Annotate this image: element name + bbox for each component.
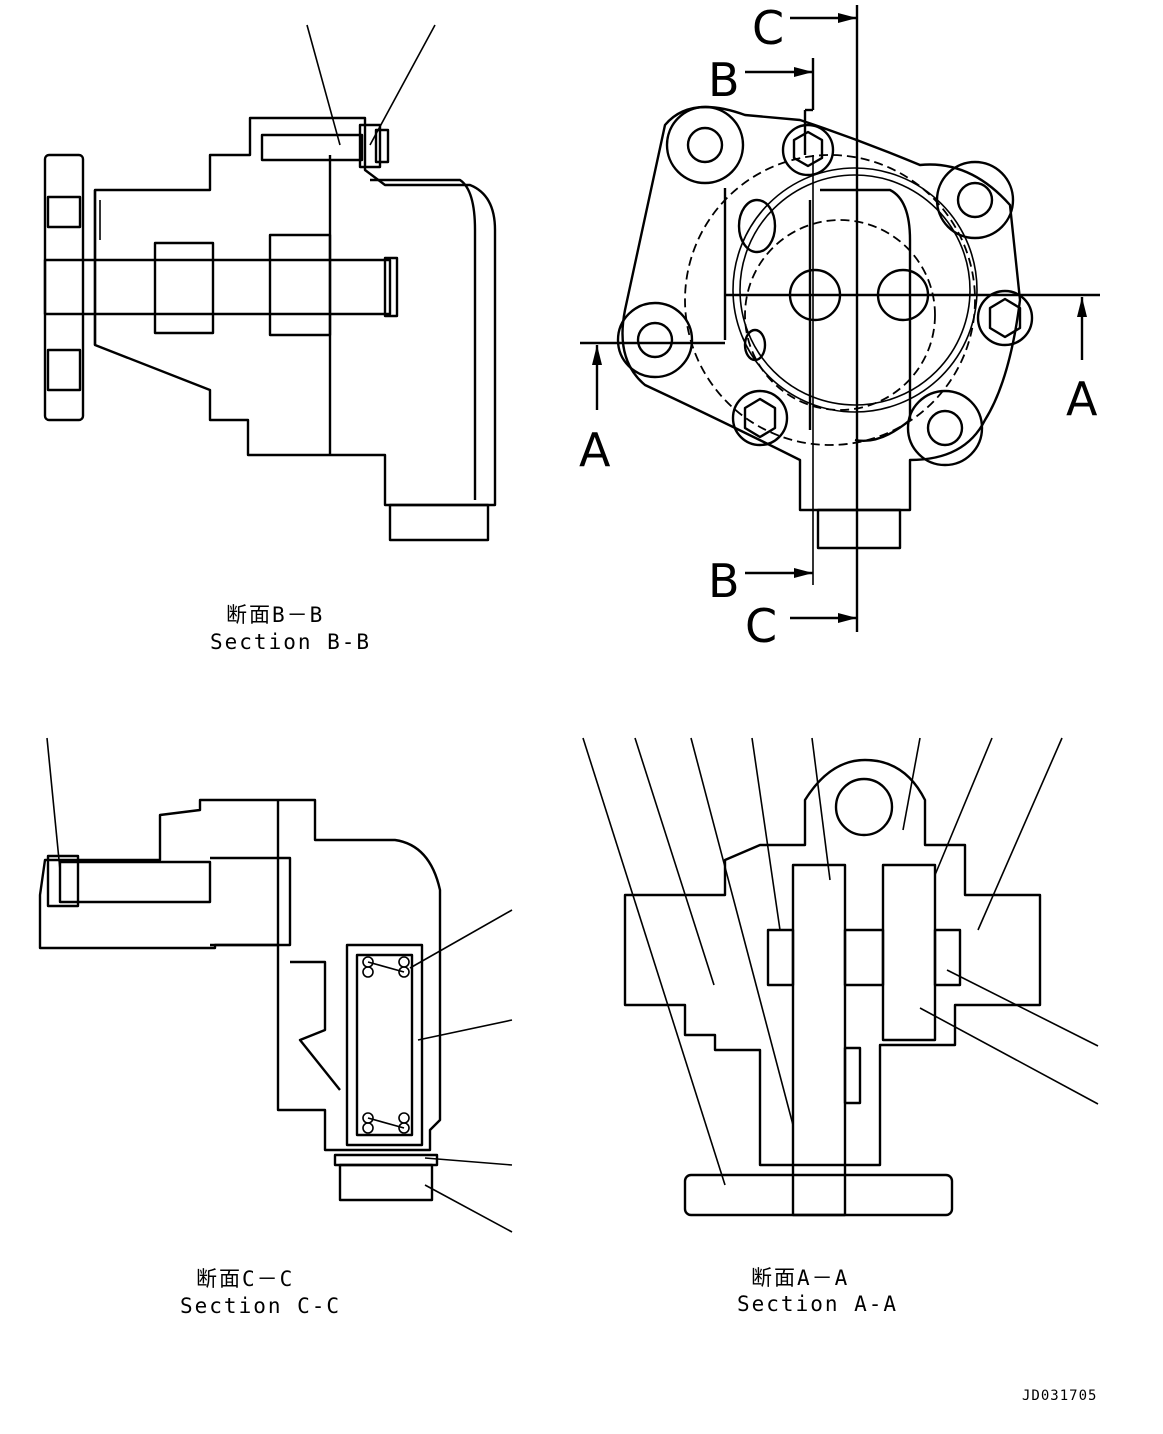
caption-section-cc-en: Section C-C <box>180 1294 341 1318</box>
caption-section-bb-en: Section B-B <box>210 630 371 654</box>
caption-section-aa-en: Section A-A <box>737 1292 898 1316</box>
captions: 断面B－B Section B-B 断面C－C Section C-C 断面A－… <box>180 603 898 1318</box>
cut-marker-a-right: A <box>1066 372 1098 426</box>
cut-marker-c-top: C <box>752 1 784 55</box>
caption-section-cc-jp: 断面C－C <box>196 1267 294 1291</box>
caption-section-bb-jp: 断面B－B <box>226 603 324 627</box>
section-aa-view <box>582 737 1099 1217</box>
caption-section-aa-jp: 断面A－A <box>751 1266 849 1290</box>
section-cc-view <box>38 737 513 1233</box>
front-view <box>580 5 1100 632</box>
cut-marker-c-bottom: C <box>745 599 777 653</box>
section-bb-view <box>43 24 497 542</box>
cut-markers: C B A A B C <box>579 1 1098 653</box>
cut-marker-b-top: B <box>708 53 740 107</box>
cut-marker-a-left: A <box>579 423 611 477</box>
document-id: JD031705 <box>1022 1388 1097 1404</box>
cut-marker-b-bottom: B <box>708 554 740 608</box>
